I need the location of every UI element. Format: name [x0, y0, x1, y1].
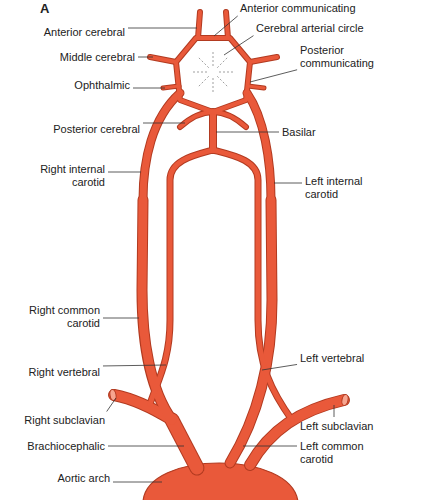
leader-lines: [103, 16, 334, 482]
artery-vessel: [213, 150, 292, 420]
label-text: Middle cerebral: [60, 51, 135, 63]
artery-vessel: [198, 12, 200, 38]
artery-outline: [150, 150, 213, 404]
artery-vessel: [213, 112, 246, 127]
label-text: Left internal carotid: [305, 175, 362, 200]
label-text: Brachiocephalic: [27, 440, 105, 452]
leader-line: [107, 398, 116, 412]
part-label: Basilar: [282, 126, 352, 139]
label-text: Posterior cerebral: [53, 123, 140, 135]
part-label: Ophthalmic: [30, 79, 130, 92]
part-label: Anterior cerebral: [20, 26, 125, 39]
leader-line: [224, 36, 253, 55]
part-label: Left subclavian: [300, 420, 395, 433]
arteries: [109, 12, 349, 468]
artery-vessel: [172, 420, 197, 468]
flow-arrow: [199, 76, 209, 86]
label-text: Left vertebral: [300, 352, 364, 364]
leader-line: [243, 446, 297, 447]
label-text: Aortic arch: [57, 472, 110, 484]
artery-outline: [213, 150, 292, 420]
artery-outline: [143, 93, 180, 200]
leader-line: [250, 70, 297, 82]
flow-arrow: [193, 72, 207, 73]
part-label: Anterior communicating: [240, 2, 390, 15]
part-label: Right common carotid: [10, 304, 100, 330]
part-label: Cerebral arterial circle: [256, 22, 386, 35]
panel-letter: A: [40, 2, 60, 15]
leader-line: [103, 365, 166, 367]
leader-line: [262, 364, 297, 370]
flow-arrow: [199, 58, 209, 68]
part-label: Posterior cerebral: [30, 123, 140, 136]
artery-vessel: [250, 57, 277, 62]
label-text: Anterior communicating: [240, 2, 356, 14]
artery-outline: [163, 86, 179, 88]
label-text: Right common carotid: [29, 304, 100, 329]
artery-vessel: [163, 86, 179, 88]
leader-line: [143, 123, 185, 124]
part-label: Right internal carotid: [30, 163, 105, 189]
artery-outline: [172, 420, 197, 468]
flow-arrow: [217, 76, 227, 86]
part-label: Middle cerebral: [30, 51, 135, 64]
label-text: Right internal carotid: [40, 163, 105, 188]
leader-line: [108, 446, 184, 447]
label-text: Basilar: [282, 126, 316, 138]
leader-line: [216, 132, 279, 133]
artery-outline: [250, 57, 277, 62]
artery-vessel: [176, 38, 250, 112]
artery-outline: [230, 200, 272, 463]
part-label: Brachiocephalic: [10, 440, 105, 453]
artery-outline: [150, 57, 176, 62]
label-text: Ophthalmic: [74, 79, 130, 91]
artery-vessel: [248, 86, 264, 88]
leader-line: [108, 172, 141, 173]
cut-vessel-end: [109, 389, 117, 401]
part-label: Right subclavian: [10, 414, 105, 427]
flow-arrow: [217, 58, 227, 68]
artery-vessel: [150, 150, 213, 404]
label-text: Left subclavian: [300, 420, 373, 432]
part-label: Left common carotid: [300, 440, 385, 466]
leader-line: [138, 57, 153, 58]
leader-line: [113, 482, 162, 483]
artery-outline: [198, 12, 200, 38]
label-text: Right vertebral: [28, 366, 100, 378]
label-text: Cerebral arterial circle: [256, 22, 364, 34]
aortic-arch-shape: [143, 463, 298, 500]
label-text: Left common carotid: [300, 440, 364, 465]
leader-line: [133, 88, 165, 89]
part-label: Left vertebral: [300, 352, 390, 365]
part-label: Aortic arch: [30, 472, 110, 485]
artery-outline: [176, 38, 250, 112]
cut-vessel-end: [341, 394, 349, 406]
leader-line: [128, 28, 197, 29]
flow-arrow: [213, 78, 214, 92]
leader-line: [103, 318, 139, 319]
artery-vessel: [143, 93, 180, 200]
artery-outline: [180, 112, 213, 127]
artery-vessel: [230, 200, 272, 463]
artery-outline: [213, 112, 246, 127]
label-text: Right subclavian: [24, 414, 105, 426]
leader-line: [274, 183, 302, 184]
part-label: Left internal carotid: [305, 175, 390, 201]
artery-vessel: [150, 57, 176, 62]
label-text: Anterior cerebral: [44, 26, 125, 38]
flow-arrow: [213, 52, 214, 66]
leader-line: [214, 16, 238, 36]
part-label: Right vertebral: [10, 366, 100, 379]
part-label: Posterior communicating: [300, 44, 390, 70]
artery-vessel: [210, 112, 216, 150]
artery-vessel: [180, 112, 213, 127]
label-text: Posterior communicating: [300, 44, 374, 69]
artery-outline: [248, 86, 264, 88]
leader-line: [334, 405, 335, 417]
flow-arrow: [219, 72, 233, 73]
label-text: A: [40, 1, 49, 16]
artery-outline: [209, 112, 217, 150]
